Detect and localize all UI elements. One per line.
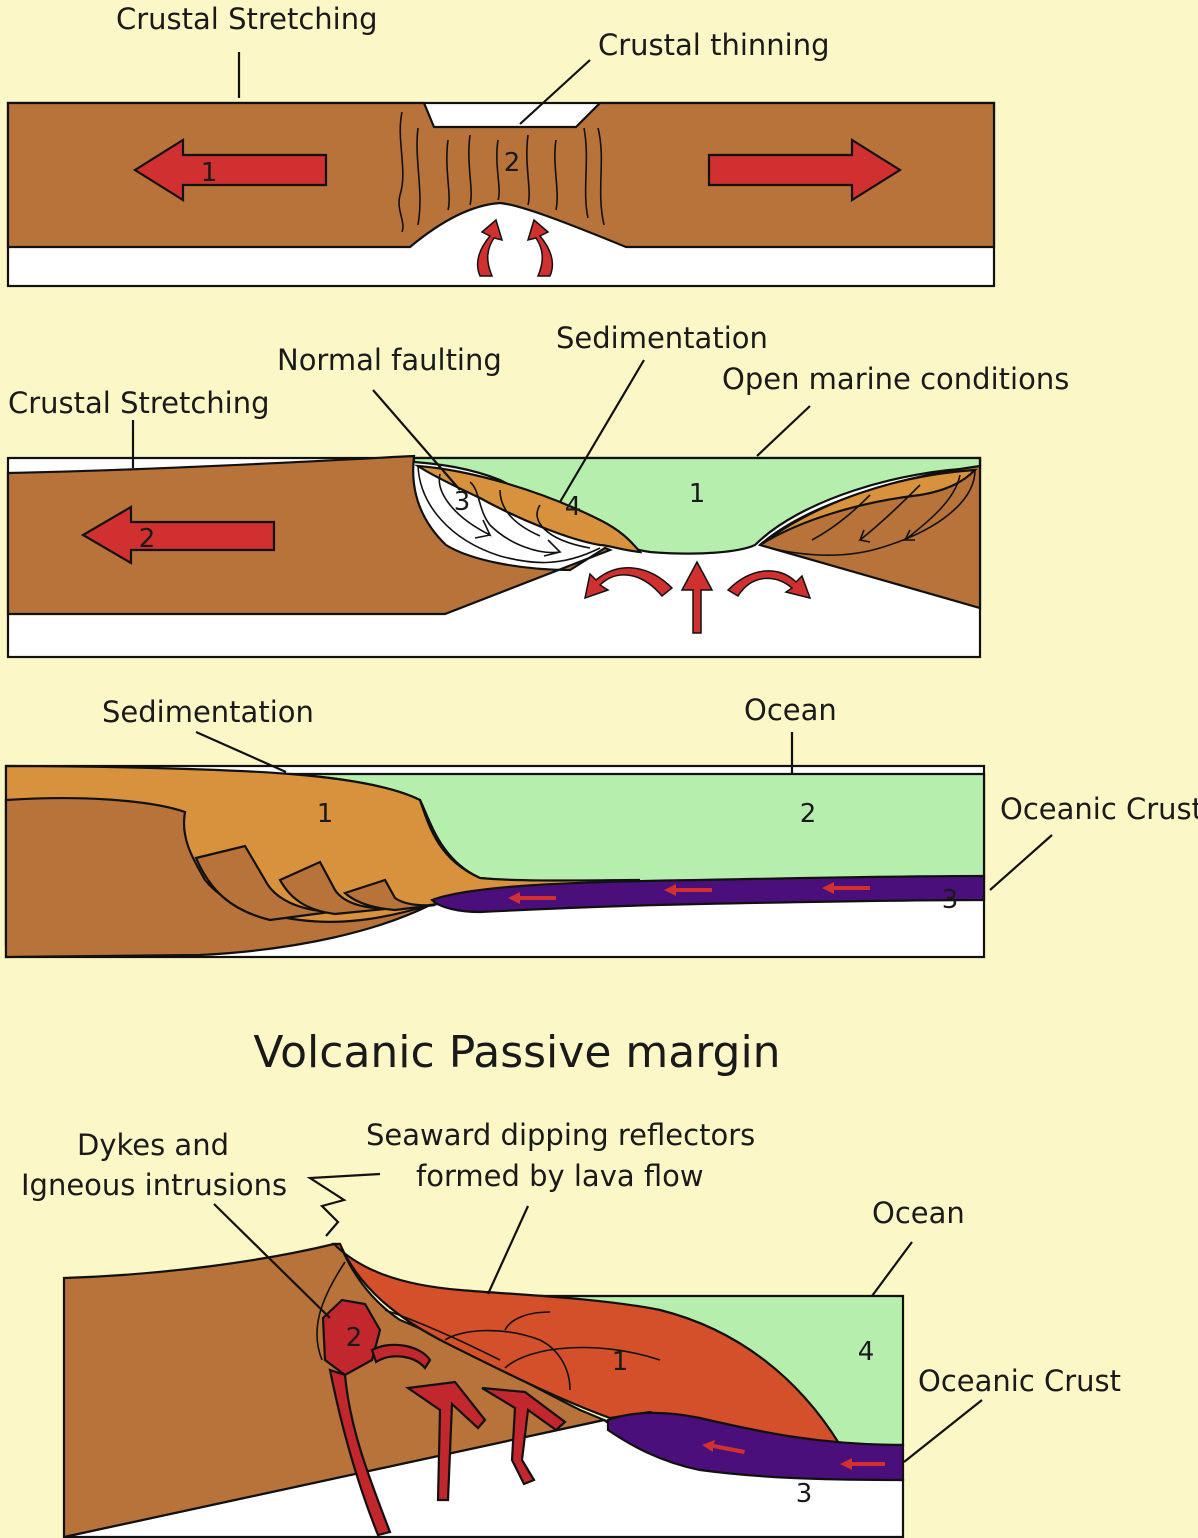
left-crust-block <box>6 454 614 616</box>
label-dykes-line2: Igneous intrusions <box>21 1168 287 1202</box>
upwelling-arrow-right <box>526 218 554 277</box>
number-3: 3 <box>942 885 959 915</box>
leader-crustal-thinning <box>519 59 591 125</box>
number-2: 2 <box>504 148 521 178</box>
label-oceanic-crust: Oceanic Crust <box>918 1364 1121 1398</box>
lava-reflector-lines <box>316 1261 661 1391</box>
upwelling-arrow-left <box>476 218 504 277</box>
ocean-water <box>412 456 982 555</box>
label-sedimentation: Sedimentation <box>556 321 768 355</box>
upwelling-arrow-center <box>680 560 714 634</box>
label-dykes-line1: Dykes and <box>77 1128 229 1162</box>
leader-dykes <box>213 1203 331 1319</box>
label-crustal-thinning: Crustal thinning <box>598 28 830 62</box>
zigzag-break-symbol <box>306 1172 381 1237</box>
thinning-crust-block <box>6 101 996 249</box>
number-2: 2 <box>346 1323 363 1353</box>
label-sedimentation: Sedimentation <box>102 695 314 729</box>
upwelling-arrow-left <box>583 567 674 600</box>
label-crustal-stretching: Crustal Stretching <box>8 386 270 420</box>
oceanic-crust <box>430 874 986 914</box>
label-oceanic-crust: Oceanic Crust <box>1000 792 1198 826</box>
normal-fault-lines <box>417 465 976 564</box>
label-seaward-line2: formed by lava flow <box>416 1159 704 1193</box>
leader-ocean <box>871 1241 913 1297</box>
leader-open-marine <box>756 405 811 457</box>
extension-arrow-right <box>707 138 903 202</box>
number-3: 3 <box>796 1479 813 1509</box>
upwelling-arrow-right <box>726 570 812 600</box>
leader-oceanic-crust <box>989 834 1053 891</box>
label-crustal-stretching: Crustal Stretching <box>116 2 378 36</box>
dyke-intrusions <box>321 1298 567 1537</box>
extension-arrow-left <box>132 138 328 202</box>
number-4: 4 <box>858 1337 875 1367</box>
number-1: 1 <box>612 1347 629 1377</box>
extension-arrow-left <box>80 505 276 565</box>
panel-rift-basin: 1 2 3 4 Crustal Stretching Normal faulti… <box>6 321 1069 659</box>
spreading-arrows <box>508 882 870 904</box>
volcanic-margin-title: Volcanic Passive margin <box>253 1027 780 1078</box>
left-sediment-wedge <box>413 464 643 554</box>
oceanic-crust <box>606 1411 905 1482</box>
label-ocean: Ocean <box>744 693 837 727</box>
label-ocean: Ocean <box>872 1196 965 1230</box>
number-4: 4 <box>565 492 582 522</box>
tilted-fault-blocks <box>194 844 436 922</box>
leader-normal-faulting <box>372 389 461 491</box>
fault-lines <box>398 111 605 233</box>
number-1: 1 <box>689 479 706 509</box>
leader-seaward-reflectors <box>486 1205 530 1295</box>
leader-sedimentation <box>559 359 645 503</box>
label-seaward-line1: Seaward dipping reflectors <box>366 1118 755 1152</box>
right-sediment-wedge <box>759 468 978 546</box>
spreading-arrows <box>702 1440 885 1470</box>
number-1: 1 <box>201 158 218 188</box>
number-2: 2 <box>800 799 817 829</box>
label-open-marine-conditions: Open marine conditions <box>722 362 1069 396</box>
panel-passive-margin: 1 2 3 Sedimentation Ocean Oceanic Crust <box>4 693 1198 959</box>
leader-sedimentation <box>195 730 287 774</box>
number-3: 3 <box>454 487 471 517</box>
leader-oceanic-crust <box>903 1399 983 1463</box>
magma-chamber <box>321 1298 382 1377</box>
number-2: 2 <box>139 524 156 554</box>
panel-volcanic-passive-margin: 1 2 3 4 Dykes and Igneous intrusions Sea… <box>21 1118 1121 1538</box>
number-1: 1 <box>317 799 334 829</box>
panel-crustal-stretching-thinning: 1 2 Crustal Stretching Crustal thinning <box>6 2 996 288</box>
label-normal-faulting: Normal faulting <box>277 343 502 377</box>
